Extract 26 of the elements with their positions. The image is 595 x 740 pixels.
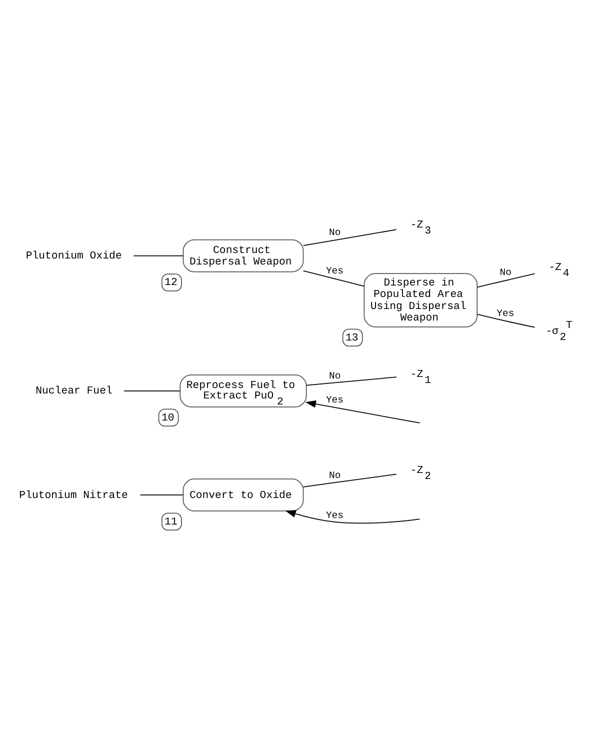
edge-label: No — [500, 266, 512, 278]
node-text: Plutonium Nitrate — [19, 489, 128, 502]
edge-label: No — [329, 469, 341, 480]
node-label: 12 — [164, 276, 178, 289]
node-label: 13 — [346, 332, 358, 344]
edge-label: No — [329, 226, 341, 238]
arrow — [305, 400, 420, 423]
edge-label: Yes — [496, 308, 514, 319]
edge-label: Yes — [326, 264, 344, 276]
connector — [133, 254, 184, 256]
connector — [476, 313, 536, 328]
node-text: Nuclear Fuel — [36, 385, 112, 398]
edge-label: No — [329, 370, 341, 381]
arrow — [285, 510, 420, 524]
connector — [140, 494, 184, 495]
connector — [306, 376, 397, 386]
node-label: 10 — [161, 412, 174, 424]
connector — [302, 473, 397, 487]
connector — [123, 390, 180, 391]
edge-label: Yes — [326, 509, 344, 520]
node-text: Plutonium Oxide — [26, 250, 122, 262]
edge-label: Yes — [326, 394, 344, 405]
connector — [477, 272, 536, 288]
connector — [302, 270, 365, 286]
connector — [302, 228, 397, 246]
node-label: 11 — [164, 516, 178, 528]
